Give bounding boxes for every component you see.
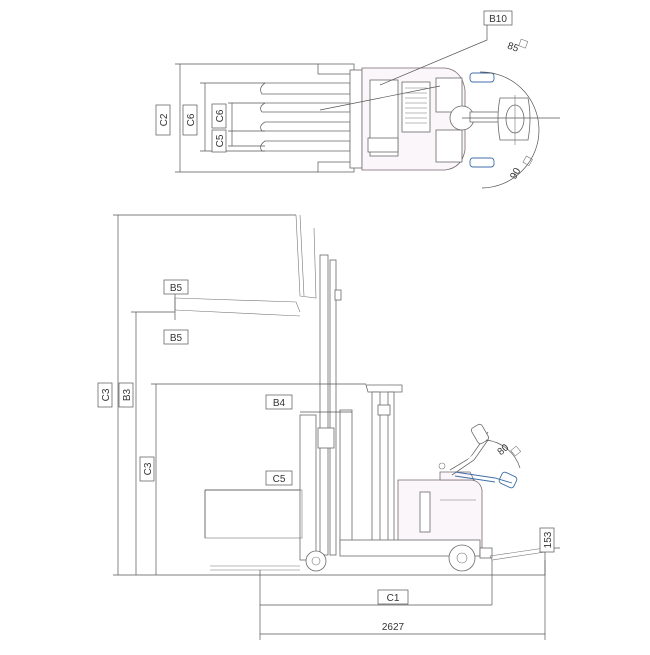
b10-label-box [483, 10, 513, 26]
label-c3-outer: C3 [101, 388, 112, 401]
b5-top-label-box [163, 279, 189, 295]
label-c6-inner: C6 [215, 109, 226, 122]
label-angle-85: 85 [506, 41, 521, 55]
label-2627: 2627 [382, 622, 405, 633]
tiller-arm [438, 423, 489, 476]
label-angle-80: 80 [496, 442, 512, 458]
label-angle-90: 90 [508, 166, 523, 182]
c6-outer-label-box [182, 104, 198, 136]
label-b5-top: B5 [170, 283, 183, 294]
b4-label-box [265, 394, 293, 410]
b3-label-box [118, 382, 134, 408]
top-view: B10 C2 C6 C6 C5 85 90 [155, 10, 560, 189]
label-c1: C1 [387, 593, 400, 604]
label-b5-bottom: B5 [170, 333, 183, 344]
label-b10: B10 [489, 14, 507, 25]
top-forks [260, 63, 355, 173]
top-tiller [469, 72, 531, 168]
b5-bottom-label-box [163, 329, 189, 345]
tiller-lowered [454, 471, 518, 489]
raised-forks [174, 214, 317, 317]
c6-inner-label-box [211, 103, 227, 129]
label-c2: C2 [159, 113, 170, 126]
truck-body [339, 471, 483, 557]
lowered-forks [204, 414, 317, 571]
c5-side-label-box [265, 470, 293, 486]
tiller-angle-arc [485, 439, 521, 469]
label-c5-top: C5 [215, 134, 226, 147]
label-153: 153 [543, 531, 554, 548]
top-chassis [349, 67, 501, 171]
c2-label-box [155, 104, 171, 136]
label-b3: B3 [122, 388, 133, 401]
c1-label-box [377, 589, 409, 605]
c3-inner-label-box [139, 456, 155, 482]
label-c6-outer: C6 [186, 113, 197, 126]
label-c3-inner: C3 [143, 462, 154, 475]
h153-label-box [539, 527, 555, 553]
c5-top-label-box [211, 129, 227, 153]
overhead-guard [365, 384, 403, 553]
c3-outer-label-box [97, 382, 113, 408]
top-dimension-lines [175, 63, 318, 173]
side-view: B5 B5 C3 B3 C3 B4 C5 80 153 C1 2627 [97, 214, 560, 640]
tiller-swing-arc [479, 71, 540, 189]
label-b4: B4 [273, 398, 286, 409]
side-dimension-lines [113, 214, 560, 640]
label-c5-side: C5 [273, 474, 286, 485]
platform [489, 547, 546, 561]
wheels [305, 544, 493, 572]
b10-leader [379, 25, 488, 86]
mast [317, 254, 353, 556]
